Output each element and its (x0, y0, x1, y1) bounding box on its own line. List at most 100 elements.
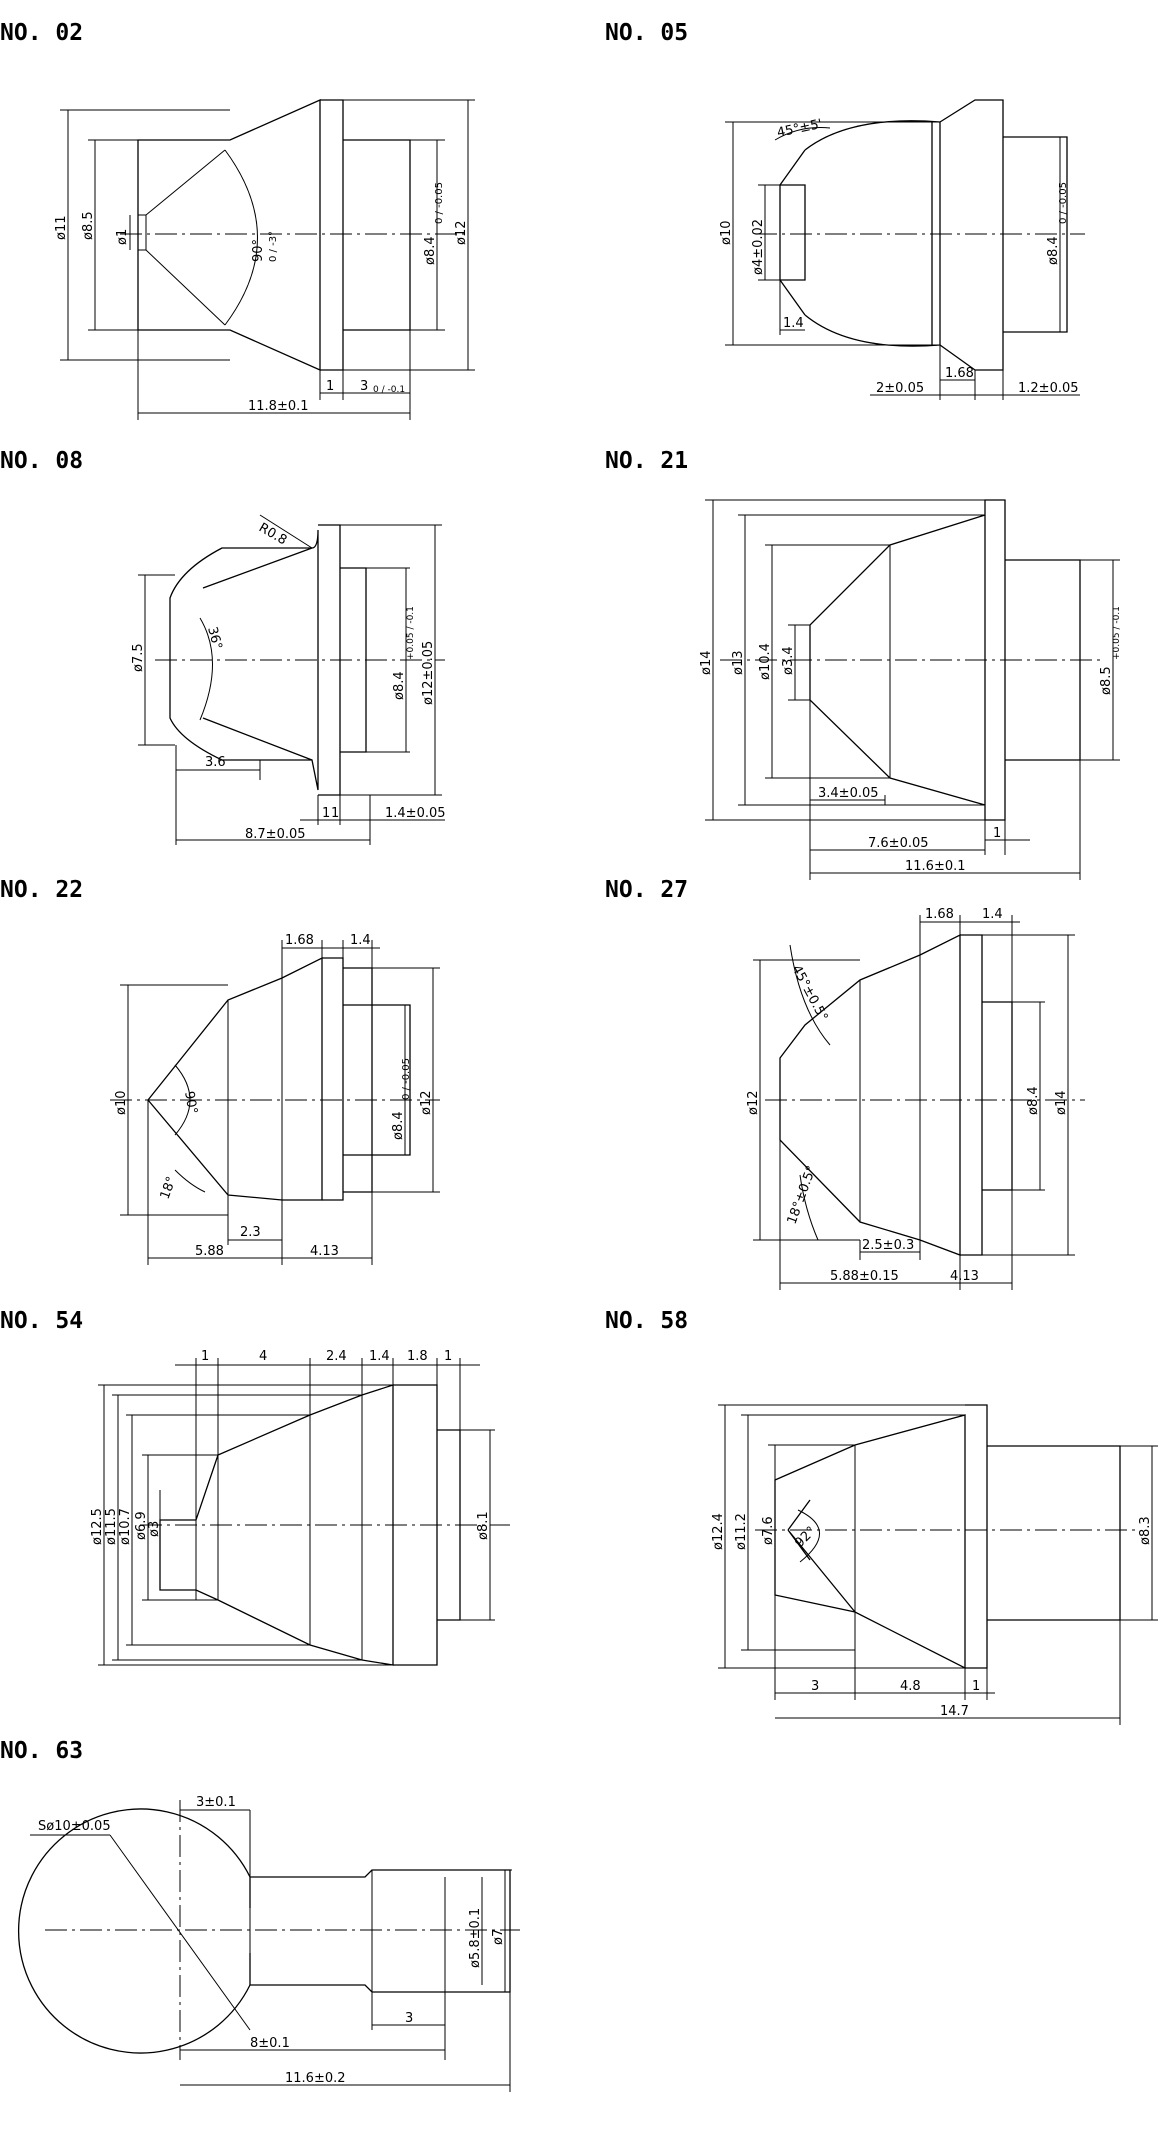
dim-angle2: 18° (158, 1175, 180, 1202)
dim-d-body: ø13 (731, 651, 746, 676)
part-title: NO. 54 (0, 1308, 83, 1334)
dim-flange: 1 (993, 826, 1001, 841)
dim-s1: 1 (201, 1349, 209, 1364)
dim-flange: 1.4 (982, 907, 1003, 922)
dim-ring: 1.68 (925, 907, 954, 922)
dim-d1: ø12.5 (90, 1508, 105, 1545)
dim-length: 11.8±0.1 (248, 399, 309, 414)
part-title: NO. 58 (605, 1308, 688, 1334)
dim-d-flange: ø12±0.05 (421, 641, 436, 705)
dim-d-outer: ø10 (114, 1091, 129, 1116)
dim-c: 4.13 (950, 1269, 979, 1284)
dim-d-outer: ø10 (719, 221, 734, 246)
dim-a: 5.88 (195, 1244, 224, 1259)
dim-a: 8±0.1 (250, 2036, 290, 2051)
dim-angle2: 18°±0.5° (785, 1164, 820, 1227)
dim-a: 2.5±0.3 (862, 1238, 914, 1253)
dimension-lines (725, 121, 1080, 400)
dim-length: 11.6±0.2 (285, 2071, 346, 2086)
part-no27: NO. 27 1.68 1.4 45°±0.5° ø12 ø8.4 (605, 877, 1085, 1290)
dim-d-tip: ø4±0.02 (751, 219, 766, 275)
dim-tip-len: 1.4 (783, 316, 804, 331)
dim-d3: ø10.7 (118, 1508, 133, 1545)
dim-s6: 1 (444, 1349, 452, 1364)
part-title: NO. 63 (0, 1738, 83, 1764)
dim-d-bore: ø8.4 (392, 671, 407, 700)
dim-tail: 3 (405, 2011, 413, 2026)
dim-angle: 36° (204, 625, 224, 651)
dim-d-outer: ø12 (746, 1091, 761, 1116)
dim-angle: 90° (251, 239, 266, 262)
dim-d-outer: ø7 (491, 1929, 506, 1945)
dimension-lines (98, 1358, 491, 1666)
dim-a: 2±0.05 (876, 381, 924, 396)
dim-a: 7.6±0.05 (868, 836, 929, 851)
dim-b: 1 (331, 806, 339, 821)
dim-b: 5.88±0.15 (830, 1269, 899, 1284)
part-outline (779, 99, 1068, 371)
dimension-lines (138, 514, 445, 845)
dim-d-bore: ø8.3 (1138, 1516, 1153, 1545)
dim-s3: 2.4 (326, 1349, 347, 1364)
part-no63: NO. 63 Sø10±0.05 3±0.1 ø5.8±0.1 ø7 3 8±0… (0, 1738, 520, 2092)
dim-angle-tol: 0 / -3° (268, 231, 279, 262)
dim-d3: ø7.6 (761, 1516, 776, 1545)
dim-tip-len: 3.4±0.05 (818, 786, 879, 801)
dim-d-flange: ø12 (454, 221, 469, 246)
dim-d-bore: ø8.5 (1099, 666, 1114, 695)
dim-length: 8.7±0.05 (245, 827, 306, 842)
dim-d-outer: ø14 (699, 651, 714, 676)
dimension-lines (705, 499, 1120, 880)
dim-d-bore: ø8.4 (391, 1111, 406, 1140)
dim-bore-tol: 0 / -0.05 (1058, 182, 1069, 224)
part-title: NO. 27 (605, 877, 688, 903)
dim-d-tip: ø3.4 (781, 646, 796, 675)
part-outline (809, 499, 1081, 821)
dim-flange: 1 (326, 379, 334, 394)
part-title: NO. 08 (0, 448, 83, 474)
dim-b: 1.2±0.05 (1018, 381, 1079, 396)
dim-length: 14.7 (940, 1704, 969, 1719)
dim-bore-tol: 0 / -0.05 (401, 1058, 412, 1100)
dimension-lines (60, 99, 475, 420)
dim-flange: 1.4 (350, 933, 371, 948)
dim-s5: 1.8 (407, 1349, 428, 1364)
dim-angle: 90° (181, 1090, 200, 1115)
dim-tip-len: 3.6 (205, 755, 226, 770)
dim-bore-tol: 0 / -0.05 (434, 182, 445, 224)
part-outline (17, 1808, 511, 2054)
part-no54: NO. 54 1 4 2.4 1.4 1.8 1 ø12 (0, 1308, 510, 1666)
part-title: NO. 05 (605, 20, 688, 46)
part-title: NO. 22 (0, 877, 83, 903)
dim-d-flange: ø12 (419, 1091, 434, 1116)
dim-depth: 3 (360, 379, 368, 394)
dim-s2: 4 (259, 1349, 267, 1364)
dim-angle: 45°±5' (776, 117, 824, 141)
part-no21: NO. 21 ø14 ø13 ø10.4 ø3.4 3.4±0.05 ø8.5 … (605, 448, 1122, 880)
dim-d-lens: ø10.4 (758, 643, 773, 680)
part-title: NO. 02 (0, 20, 83, 46)
dim-c: 1 (972, 1679, 980, 1694)
part-outline (774, 1404, 1121, 1670)
dimension-lines (30, 1809, 512, 2092)
dim-ring: 1.68 (945, 366, 974, 381)
dim-d5: ø3 (147, 1521, 162, 1537)
dim-b: 4.13 (310, 1244, 339, 1259)
dim-a: 1 (322, 806, 330, 821)
dim-radius: R0.8 (256, 520, 289, 548)
dim-d-tip: ø1 (115, 229, 130, 245)
dim-d-outer: ø11 (54, 216, 69, 241)
part-no02: NO. 02 ø11 ø8.5 ø1 90° 0 / -3° ø8.4 0 / … (0, 20, 475, 420)
dimension-lines (120, 940, 440, 1265)
dim-d2: ø11.2 (734, 1513, 749, 1550)
dim-length: 11.6±0.1 (905, 859, 966, 874)
dim-d-lens: ø8.5 (81, 211, 96, 240)
part-no58: NO. 58 ø12.4 ø11.2 ø7.6 92° ø8.3 3 4.8 1… (605, 1308, 1158, 1725)
dim-d-tip: ø7.5 (131, 643, 146, 672)
dim-c: 1.4±0.05 (385, 806, 446, 821)
dim-b: 4.8 (900, 1679, 921, 1694)
dimension-lines (718, 1404, 1158, 1725)
dim-d-flange: ø14 (1054, 1091, 1069, 1116)
dim-tip-len: 2.3 (240, 1225, 261, 1240)
dim-depth-tol: 0 / -0.1 (373, 385, 405, 395)
